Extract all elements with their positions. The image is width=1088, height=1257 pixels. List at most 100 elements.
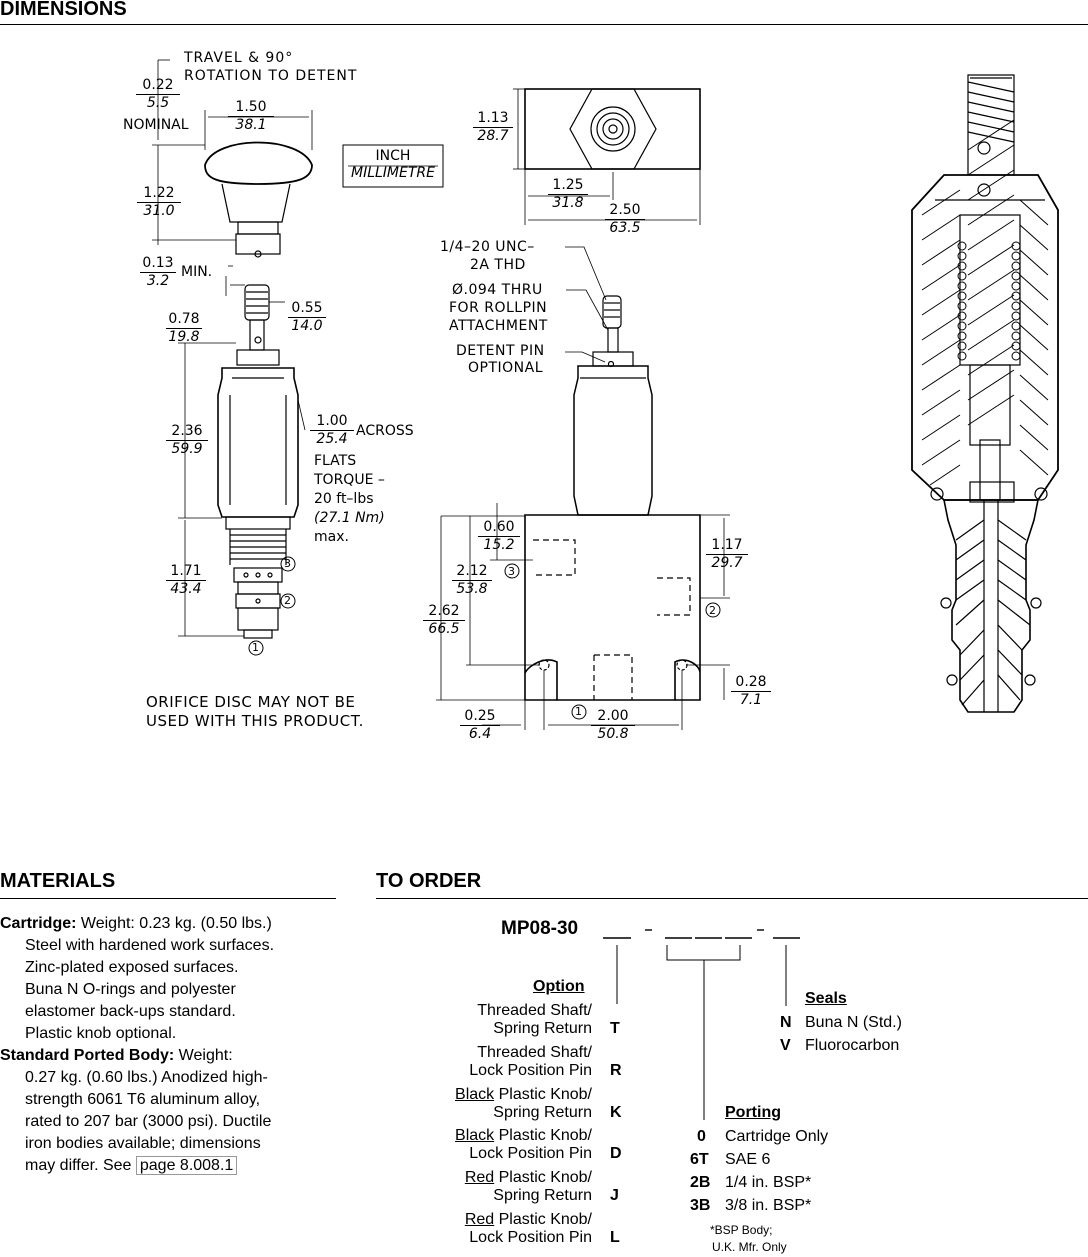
body-top-view — [513, 88, 701, 225]
option-row-j: Red Plastic Knob/Spring Return — [464, 1169, 592, 1204]
porting-label-6t: SAE 6 — [725, 1151, 771, 1168]
across-label: ACROSS — [356, 423, 414, 439]
materials-text: Cartridge: Weight: 0.23 kg. (0.50 lbs.) … — [0, 913, 330, 1177]
porting-code-0: 0 — [697, 1128, 706, 1145]
model-code: MP08-30 — [501, 918, 579, 939]
option-code-k: K — [610, 1104, 622, 1121]
materials-rule — [0, 898, 336, 899]
option-code-r: R — [610, 1062, 622, 1079]
torque-value: 20 ft–lbs — [314, 491, 374, 507]
seal-code-v: V — [780, 1037, 791, 1054]
unit-legend-box — [342, 144, 444, 188]
rotation-note: ROTATION TO DETENT — [184, 68, 358, 84]
porting-code-3b: 3B — [690, 1197, 711, 1214]
option-row-d: Black Plastic Knob/Lock Position Pin — [455, 1127, 592, 1162]
page-title: DIMENSIONS — [0, 0, 127, 20]
nominal-label: NOMINAL — [123, 117, 189, 133]
cartridge-side-view — [152, 59, 313, 656]
page-link[interactable]: page 8.008.1 — [135, 1156, 238, 1175]
porting-title: Porting — [725, 1104, 781, 1121]
cartridge-label: Cartridge: — [0, 915, 77, 932]
porting-label-2b: 1/4 in. BSP* — [725, 1174, 812, 1191]
orifice-note-2: USED WITH THIS PRODUCT. — [146, 712, 364, 730]
body-line: iron bodies available; dimensions — [25, 1135, 261, 1152]
porting-label-0: Cartridge Only — [725, 1128, 829, 1145]
detent-label-1: DETENT PIN — [456, 343, 545, 359]
travel-note: TRAVEL & 90° — [184, 50, 294, 66]
option-row-l: Red Plastic Knob/Lock Position Pin — [464, 1211, 592, 1246]
detent-label-2: OPTIONAL — [468, 360, 544, 376]
port-2-body: 2 — [709, 604, 716, 617]
hole-label-2: FOR ROLLPIN — [449, 300, 548, 316]
body-weight: Weight: — [174, 1047, 233, 1064]
cartridge-line: elastomer back-ups standard. — [25, 1003, 236, 1020]
body-line: 0.27 kg. (0.60 lbs.) Anodized high- — [25, 1069, 268, 1086]
port-1-left: 1 — [252, 641, 259, 654]
cartridge-line: Steel with hardened work surfaces. — [25, 937, 275, 954]
port-3-left: 3 — [284, 557, 291, 570]
cartridge-line: Zinc-plated exposed surfaces. — [25, 959, 239, 976]
body-label: Standard Ported Body: — [0, 1047, 175, 1064]
max-label: max. — [314, 529, 349, 545]
option-row-k: Black Plastic Knob/Spring Return — [455, 1086, 592, 1121]
option-code-j: J — [610, 1187, 619, 1204]
body-line: rated to 207 bar (3000 psi). Ductile — [25, 1113, 272, 1130]
seal-label-v: Fluorocarbon — [805, 1037, 900, 1054]
header-rule — [0, 24, 1088, 25]
bsp-note-2: U.K. Mfr. Only — [712, 1240, 787, 1254]
port-1-body: 1 — [575, 705, 582, 718]
flats-label: FLATS — [314, 453, 357, 469]
cartridge-weight: Weight: 0.23 kg. (0.50 lbs.) — [76, 915, 272, 932]
hole-label-1: Ø.094 THRU — [452, 282, 543, 298]
port-2-left: 2 — [284, 594, 291, 607]
port-3-body: 3 — [508, 565, 515, 578]
option-row-r: Threaded Shaft/Lock Position Pin — [469, 1044, 592, 1079]
cartridge-cross-section — [911, 74, 1059, 713]
body-line: strength 6061 T6 aluminum alloy, — [25, 1091, 261, 1108]
seal-label-n: Buna N (Std.) — [805, 1014, 902, 1031]
option-title: Option — [533, 978, 585, 995]
porting-code-2b: 2B — [690, 1174, 711, 1191]
order-title: TO ORDER — [376, 870, 482, 892]
cartridge-line: Buna N O-rings and polyester — [25, 981, 236, 998]
dimension-drawing — [152, 59, 1059, 730]
torque-label: TORQUE – — [314, 472, 385, 488]
option-code-d: D — [610, 1145, 622, 1162]
materials-title: MATERIALS — [0, 870, 116, 892]
cartridge-line: Plastic knob optional. — [25, 1025, 177, 1042]
min-label: MIN. — [181, 264, 213, 280]
hole-label-3: ATTACHMENT — [449, 318, 548, 334]
torque-nm: (27.1 Nm) — [314, 510, 385, 526]
porting-label-3b: 3/8 in. BSP* — [725, 1197, 812, 1214]
orifice-note-1: ORIFICE DISC MAY NOT BE — [146, 693, 356, 711]
bsp-note-1: *BSP Body; — [710, 1223, 773, 1237]
option-code-l: L — [610, 1229, 620, 1246]
thread-label-2: 2A THD — [470, 257, 526, 273]
body-line: may differ. See — [25, 1157, 136, 1174]
seal-code-n: N — [780, 1014, 792, 1031]
order-rule — [376, 898, 1088, 899]
option-row-t: Threaded Shaft/Spring Return — [477, 1002, 592, 1037]
option-code-t: T — [610, 1020, 620, 1037]
body-side-view — [436, 246, 730, 730]
